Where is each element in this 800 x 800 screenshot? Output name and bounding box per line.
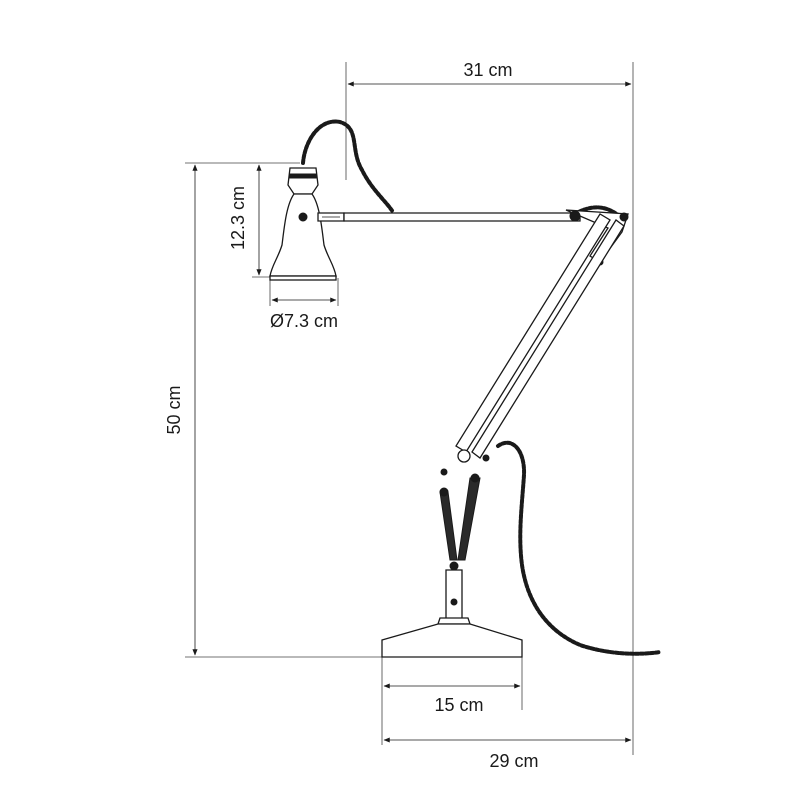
lower-arm-bar bbox=[471, 219, 625, 459]
knee-screw bbox=[440, 468, 448, 476]
spring-anchor bbox=[449, 561, 459, 571]
cable-top bbox=[301, 119, 395, 214]
arm-reach-label: 31 cm bbox=[463, 60, 512, 80]
knee-screw bbox=[482, 454, 490, 462]
shade-height-label: 12.3 cm bbox=[228, 186, 248, 250]
dimension-arm-reach: 31 cm bbox=[345, 60, 634, 185]
shade-diameter-label: Ø7.3 cm bbox=[270, 311, 338, 331]
total-height-label: 50 cm bbox=[164, 385, 184, 434]
total-depth-label: 29 cm bbox=[489, 751, 538, 771]
base-collar bbox=[437, 617, 471, 625]
lamp-base bbox=[381, 623, 523, 658]
elbow-joint bbox=[565, 209, 629, 266]
knee-joint bbox=[457, 449, 471, 463]
shade-body bbox=[269, 193, 337, 277]
dimension-shade-height: 12.3 cm bbox=[228, 162, 300, 278]
base-width-label: 15 cm bbox=[434, 695, 483, 715]
shade-pivot bbox=[298, 212, 308, 222]
spring-right bbox=[457, 477, 481, 561]
springs bbox=[439, 473, 481, 571]
shade-cap-band bbox=[289, 173, 317, 179]
base-post bbox=[445, 569, 463, 621]
lamp-shade bbox=[269, 167, 337, 281]
spring-anchor bbox=[470, 473, 480, 483]
spring-left bbox=[439, 491, 458, 561]
elbow-screw bbox=[619, 212, 629, 222]
shade-rim bbox=[269, 275, 337, 281]
dimension-base-width: 15 cm bbox=[381, 657, 523, 745]
elbow-screw bbox=[569, 210, 581, 222]
shade-cap bbox=[287, 167, 319, 195]
lamp-illustration bbox=[269, 119, 662, 658]
base-post-screw bbox=[450, 598, 458, 606]
dimension-total-depth: 29 cm bbox=[383, 185, 634, 771]
upper-arm bbox=[343, 212, 581, 222]
spring-anchor bbox=[439, 487, 449, 497]
lower-arm-bar bbox=[455, 213, 611, 453]
dimension-shade-diameter: Ø7.3 cm bbox=[269, 278, 339, 331]
cable-lower bbox=[496, 440, 662, 656]
dimension-total-height: 50 cm bbox=[164, 162, 382, 658]
